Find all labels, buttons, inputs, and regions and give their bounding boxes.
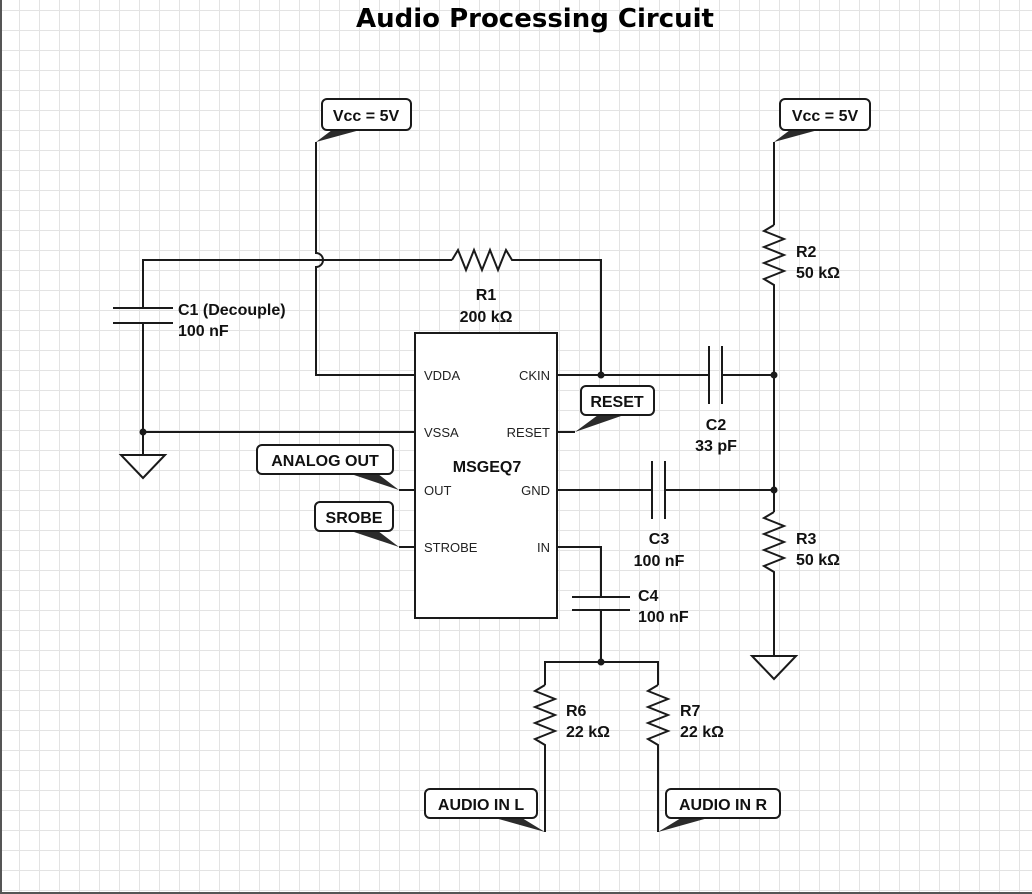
pin-in-label: IN xyxy=(537,540,550,555)
c3-name-label: C3 xyxy=(649,531,670,548)
tag-vcc-left-label: Vcc = 5V xyxy=(333,108,400,125)
tag-audio-in-l: AUDIO IN L xyxy=(424,788,545,832)
c4-value-label: 100 nF xyxy=(638,609,689,626)
tag-audio-in-r-box xyxy=(665,788,781,819)
wire-r1-to-ckin xyxy=(518,259,602,375)
tag-strobe-label: SROBE xyxy=(326,510,383,527)
c2-name-label: C2 xyxy=(706,417,727,434)
tag-vcc-left-box xyxy=(321,98,412,131)
tag-vcc-right-pointer xyxy=(774,130,818,142)
resistor-r1-symbol xyxy=(451,247,518,273)
pin-vssa-label: VSSA xyxy=(424,425,459,440)
c3-value-label: 100 nF xyxy=(634,553,685,570)
c2-value-label: 33 pF xyxy=(695,438,737,455)
resistor-r3: R3 50 kΩ xyxy=(761,511,840,575)
resistor-r2-symbol xyxy=(761,224,787,288)
ground-symbol-left xyxy=(118,454,168,480)
ic-name-label: MSGEQ7 xyxy=(453,459,522,476)
pin-ckin-label: CKIN xyxy=(519,368,550,383)
junction-divider-mid xyxy=(770,486,778,494)
wire-split-to-r7 xyxy=(601,661,659,685)
r2-name-label: R2 xyxy=(796,244,817,261)
junction-ground-left xyxy=(139,428,147,436)
resistor-r1: R1 200 kΩ xyxy=(451,247,518,326)
pin-strobe-label: STROBE xyxy=(424,540,478,555)
junction-ckin xyxy=(597,371,605,379)
tag-vcc-right-box xyxy=(779,98,871,131)
tag-audio-in-r-label: AUDIO IN R xyxy=(679,797,767,814)
r7-name-label: R7 xyxy=(680,703,701,720)
capacitor-c1: C1 (Decouple) 100 nF xyxy=(113,302,286,340)
r2-value-label: 50 kΩ xyxy=(796,265,840,282)
capacitor-c3: C3 100 nF xyxy=(634,461,685,570)
resistor-r7: R7 22 kΩ xyxy=(645,684,724,752)
resistor-r3-symbol xyxy=(761,511,787,575)
tag-analog-out-pointer xyxy=(351,474,399,490)
r6-name-label: R6 xyxy=(566,703,587,720)
capacitor-c4: C4 100 nF xyxy=(572,588,689,626)
pin-reset-label: RESET xyxy=(507,425,550,440)
wire-top-c1-r1 xyxy=(142,259,452,308)
capacitor-c2: C2 33 pF xyxy=(695,346,737,455)
tag-vcc-right: Vcc = 5V xyxy=(774,98,871,142)
diagram-title: Audio Processing Circuit xyxy=(356,4,714,34)
wire-in-to-c4 xyxy=(557,546,602,597)
r7-value-label: 22 kΩ xyxy=(680,724,724,741)
junction-audio-split xyxy=(597,658,605,666)
ic-msgeq7: MSGEQ7 VDDA VSSA OUT STROBE CKIN RESET G… xyxy=(414,332,558,619)
tag-vcc-left-pointer xyxy=(316,130,360,142)
resistor-r2: R2 50 kΩ xyxy=(761,224,840,288)
c1-value-label: 100 nF xyxy=(178,323,229,340)
c1-name-label: C1 (Decouple) xyxy=(178,302,286,319)
wire-vcc-left-to-vdda xyxy=(315,142,415,376)
tag-audio-in-r: AUDIO IN R xyxy=(658,788,781,832)
tag-strobe-pointer xyxy=(351,531,399,547)
resistor-r7-symbol xyxy=(645,684,671,752)
tag-vcc-left: Vcc = 5V xyxy=(316,98,412,142)
resistor-r6-symbol xyxy=(532,684,558,752)
tag-reset-pointer xyxy=(575,415,624,432)
junctions xyxy=(139,371,778,666)
pin-out-label: OUT xyxy=(424,483,452,498)
tag-strobe-box xyxy=(314,501,394,532)
pin-vdda-label: VDDA xyxy=(424,368,460,383)
frame-left-border xyxy=(0,0,2,894)
r1-value-label: 200 kΩ xyxy=(460,309,513,326)
tag-analog-out: ANALOG OUT xyxy=(256,444,399,490)
pin-gnd-label: GND xyxy=(521,483,550,498)
wire-split-to-r6 xyxy=(544,661,601,685)
c4-name-label: C4 xyxy=(638,588,659,605)
ground-symbol-right xyxy=(749,655,799,681)
tag-analog-out-label: ANALOG OUT xyxy=(271,453,379,470)
junction-divider-top xyxy=(770,371,778,379)
r1-name-label: R1 xyxy=(476,287,497,304)
ic-body xyxy=(414,332,558,619)
r3-name-label: R3 xyxy=(796,531,817,548)
tag-audio-in-l-label: AUDIO IN L xyxy=(438,797,524,814)
tag-audio-in-l-box xyxy=(424,788,538,819)
frame-bottom-border xyxy=(0,892,1032,894)
tag-reset-label: RESET xyxy=(590,394,644,411)
tag-reset-box xyxy=(580,385,655,416)
tag-strobe: SROBE xyxy=(314,501,399,547)
tag-audio-in-r-pointer xyxy=(658,818,708,832)
tag-audio-in-l-pointer xyxy=(495,818,545,832)
tag-vcc-right-label: Vcc = 5V xyxy=(792,108,859,125)
r3-value-label: 50 kΩ xyxy=(796,552,840,569)
tag-analog-out-box xyxy=(256,444,394,475)
r6-value-label: 22 kΩ xyxy=(566,724,610,741)
tag-reset: RESET xyxy=(575,385,655,432)
resistor-r6: R6 22 kΩ xyxy=(532,684,610,752)
